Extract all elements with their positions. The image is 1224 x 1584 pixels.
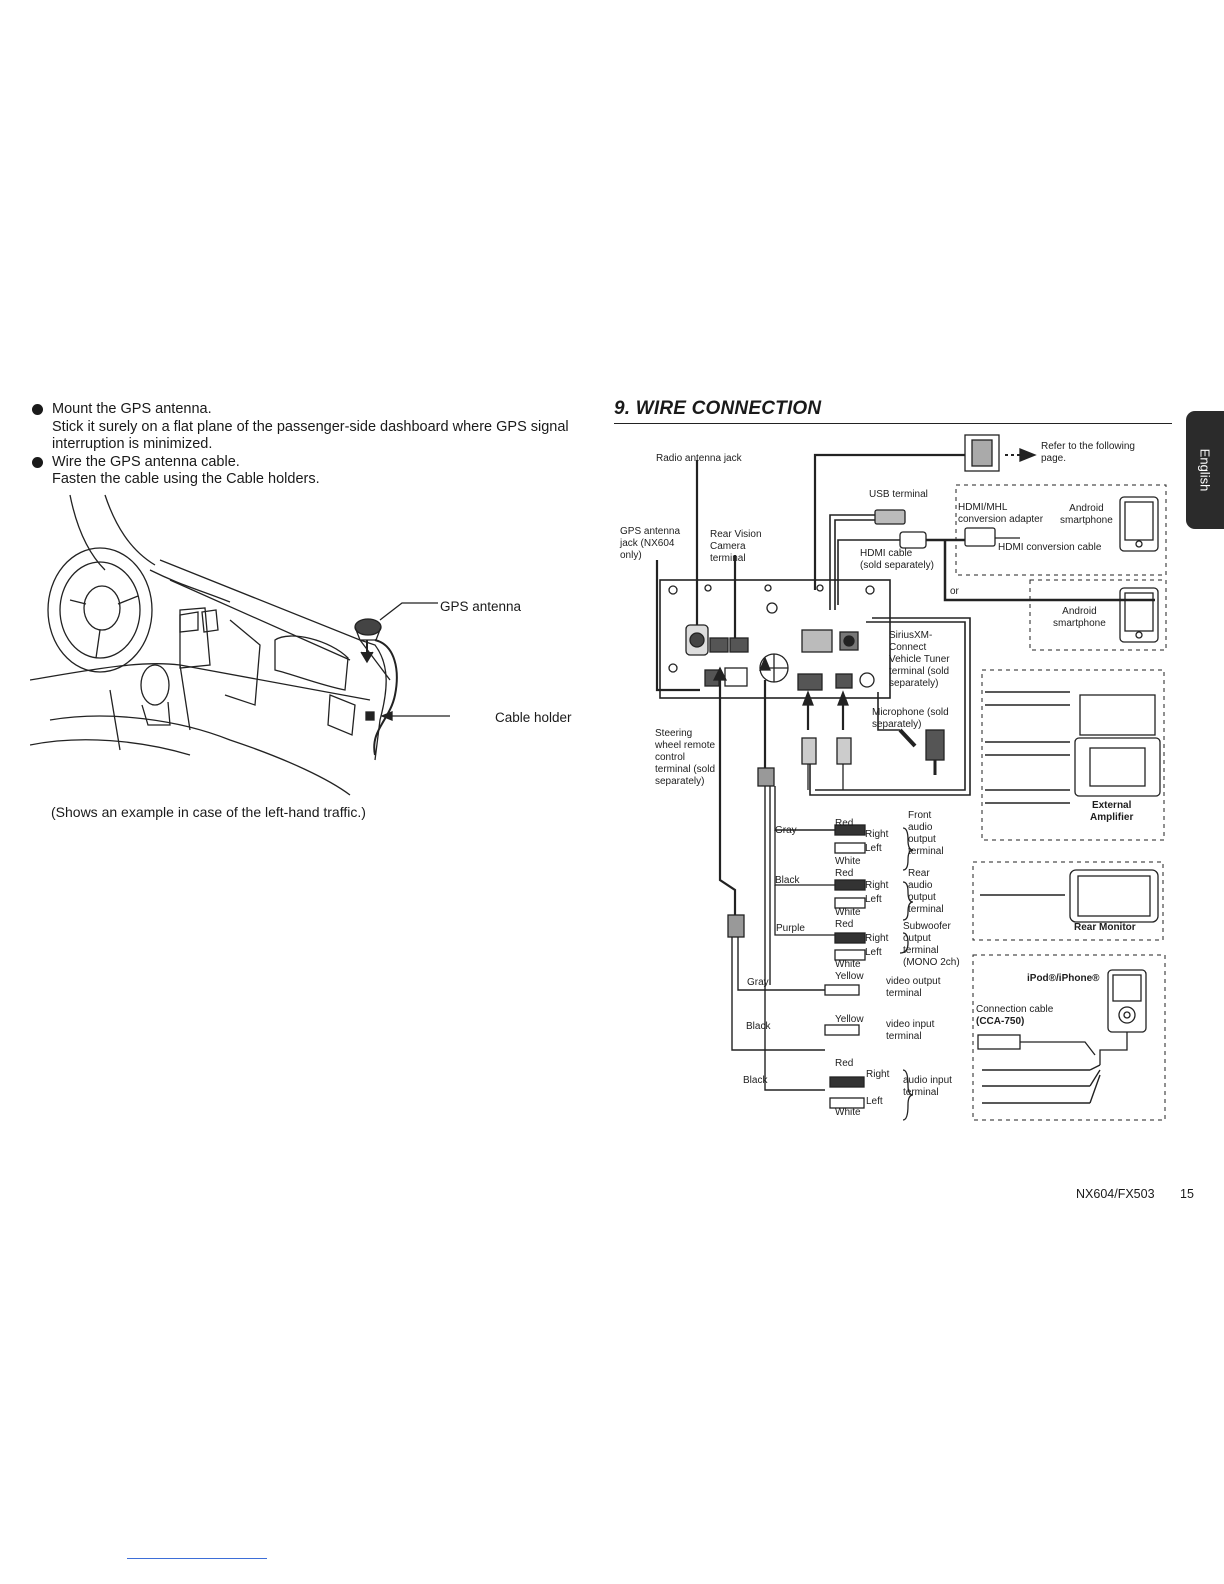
channel-label: Left xyxy=(866,1096,883,1107)
footer-link-rule xyxy=(127,1558,267,1559)
radio-antenna-jack-label: Radio antenna jack xyxy=(656,453,742,464)
bullet-mount-gps: Mount the GPS antenna. Stick it surely o… xyxy=(32,401,572,454)
wire-color-label: White xyxy=(835,1107,861,1118)
wire-color-label: Yellow xyxy=(835,1014,864,1025)
dashboard-illustration xyxy=(30,494,450,796)
page-number: 15 xyxy=(1180,1187,1194,1201)
bullet-dot xyxy=(32,404,43,415)
wire-color-label: Black xyxy=(775,875,800,886)
hdmi-cable-label: HDMI cable(sold separately) xyxy=(860,548,934,571)
footer-model: NX604/FX503 xyxy=(1076,1187,1155,1201)
section-title: 9. WIRE CONNECTION xyxy=(614,398,822,419)
wire-color-label: White xyxy=(835,907,861,918)
usb-terminal-label: USB terminal xyxy=(869,489,928,500)
bullet-dot xyxy=(32,456,43,468)
or-label: or xyxy=(950,586,959,597)
wire-color-label: White xyxy=(835,959,861,970)
wire-color-label: Gray xyxy=(747,977,769,988)
bullet-body: Stick it surely on a flat plane of the p… xyxy=(52,418,569,453)
wire-color-label: Gray xyxy=(775,825,797,836)
connection-cable-label: Connection cable(CCA-750) xyxy=(976,1004,1054,1027)
channel-label: Right xyxy=(866,1069,890,1080)
wire-color-label: Black xyxy=(743,1075,768,1086)
channel-label: Left xyxy=(865,947,882,958)
channel-label: Right xyxy=(865,933,889,944)
wire-color-label: Red xyxy=(835,919,854,930)
rear-monitor-label: Rear Monitor xyxy=(1074,922,1136,933)
wire-color-label: Red xyxy=(835,818,854,829)
gps-instructions: Mount the GPS antenna. Stick it surely o… xyxy=(32,401,572,489)
cable-holder-label: Cable holder xyxy=(495,710,572,725)
wire-color-label: Black xyxy=(746,1021,771,1032)
wire-color-label: Yellow xyxy=(835,971,864,982)
language-tab[interactable]: English xyxy=(1186,411,1224,529)
wire-color-label: Red xyxy=(835,1058,854,1069)
wire-connection-diagram xyxy=(655,434,1167,1121)
bullet-title: Mount the GPS antenna. xyxy=(52,401,212,417)
hdmi-conversion-cable-label: HDMI conversion cable xyxy=(998,542,1102,553)
bullet-wire-gps: Wire the GPS antenna cable. Fasten the c… xyxy=(32,454,572,489)
language-tab-label: English xyxy=(1197,448,1213,492)
wire-color-label: Red xyxy=(835,868,854,879)
channel-label: Left xyxy=(865,894,882,905)
bullet-body: Fasten the cable using the Cable holders… xyxy=(52,471,320,487)
title-rule xyxy=(614,423,1172,424)
channel-label: Left xyxy=(865,843,882,854)
channel-label: Right xyxy=(865,829,889,840)
traffic-caption: (Shows an example in case of the left-ha… xyxy=(51,804,366,820)
wire-color-label: White xyxy=(835,856,861,867)
channel-label: Right xyxy=(865,880,889,891)
bullet-title: Wire the GPS antenna cable. xyxy=(52,453,240,470)
ipod-iphone-label: iPod®/iPhone® xyxy=(1027,973,1100,984)
wire-color-label: Purple xyxy=(776,923,805,934)
gps-antenna-label: GPS antenna xyxy=(440,599,522,614)
